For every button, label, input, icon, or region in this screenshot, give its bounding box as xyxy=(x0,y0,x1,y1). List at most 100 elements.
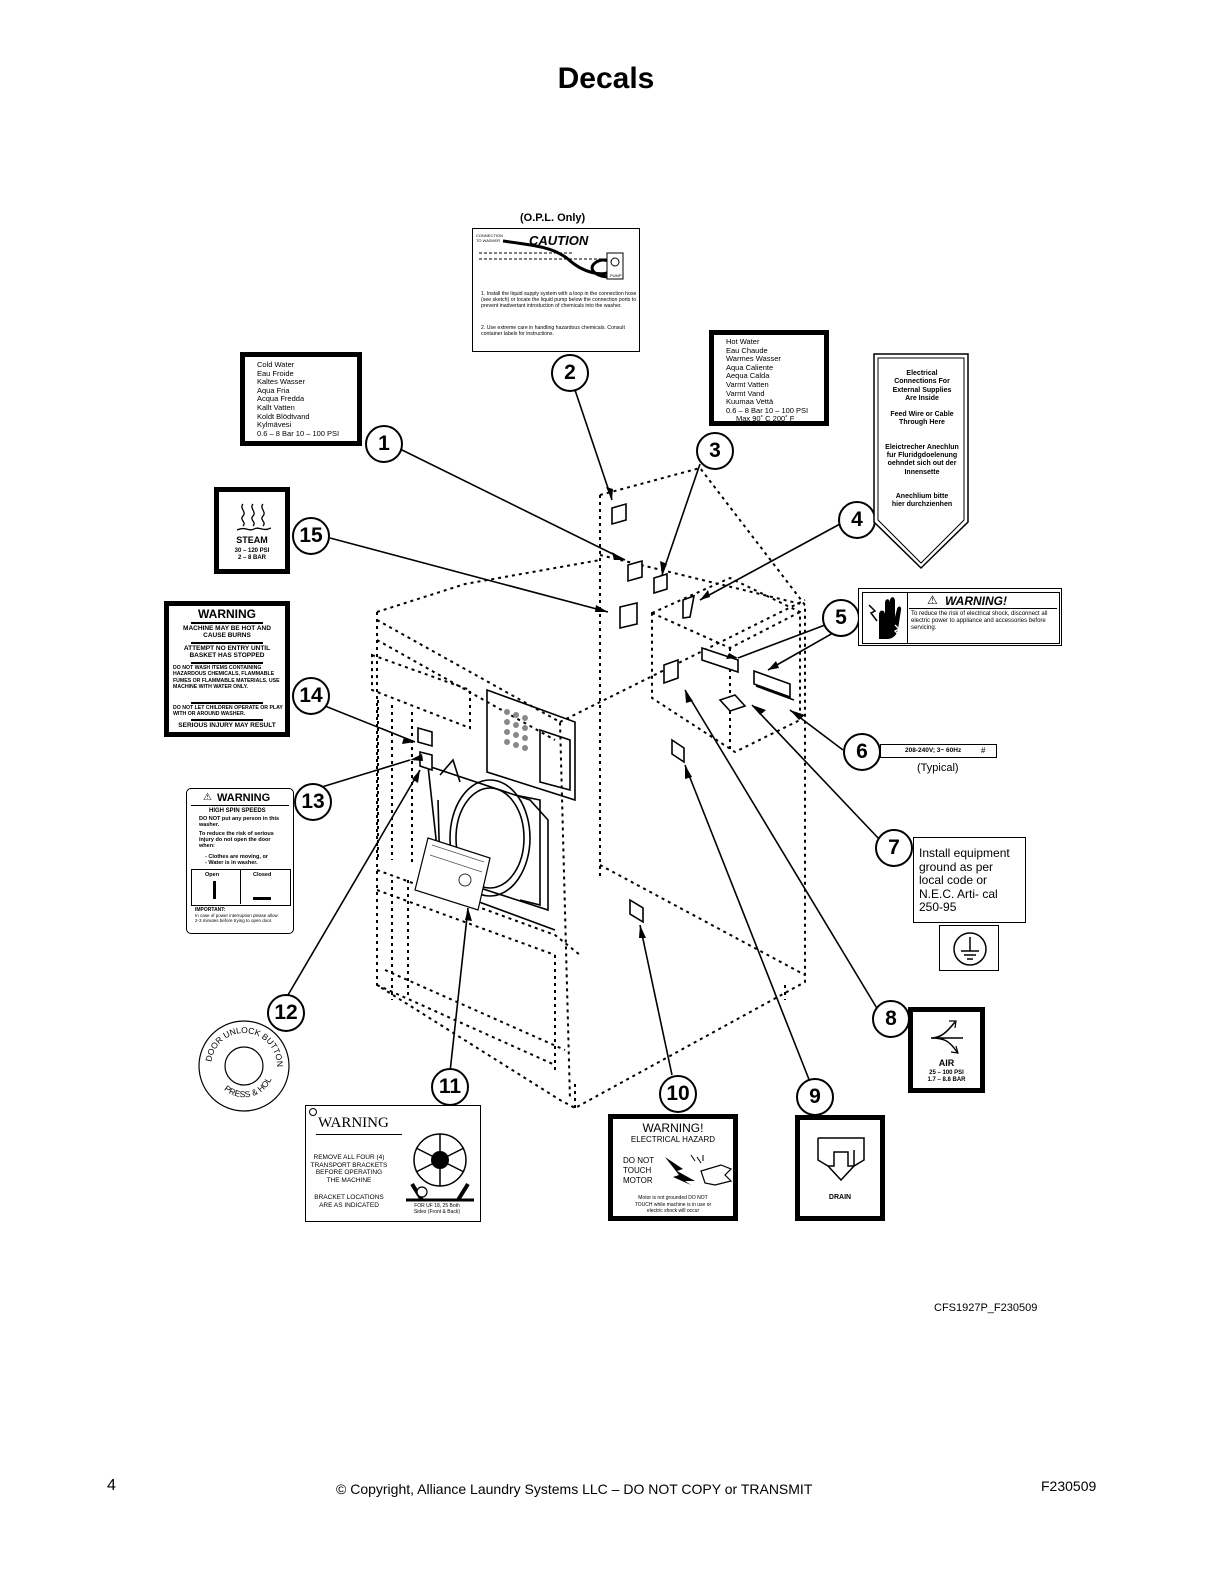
electrical-line: hier durchzienhen xyxy=(891,501,953,509)
electrical-line: Electrical xyxy=(906,370,938,377)
steam-icon xyxy=(237,503,271,531)
warning-triangle-icon: ⚠ xyxy=(927,593,938,607)
callout-15: 15 xyxy=(292,517,330,555)
ground-instruction-text: Install equipment ground as per local co… xyxy=(919,846,1010,914)
door-open-indicator-icon xyxy=(213,881,216,899)
hazard-line-3: MOTOR xyxy=(623,1176,653,1185)
air-range-bar: 1.7 – 8.8 BAR xyxy=(927,1077,966,1083)
brackets-heading: WARNING xyxy=(318,1115,389,1131)
hot-water-line: Aequa Calda xyxy=(726,371,770,381)
decal-steam: STEAM 30 – 120 PSI 2 – 8 BAR xyxy=(214,487,290,574)
hot-warning-l3: DO NOT WASH ITEMS CONTAINING HAZARDOUS C… xyxy=(173,665,280,691)
hot-warning-l1: MACHINE MAY BE HOT AND CAUSE BURNS xyxy=(183,625,271,639)
decal-high-spin-warning: ⚠ WARNING HIGH SPIN SPEEDS DO NOT put an… xyxy=(186,788,294,934)
electrical-line: Innensette xyxy=(904,468,940,476)
callout-11: 11 xyxy=(431,1068,469,1106)
spin-important-text: In case of power interruption please all… xyxy=(195,913,278,924)
decal-hot-machine-warning: WARNING MACHINE MAY BE HOT AND CAUSE BUR… xyxy=(164,601,290,737)
air-range-psi: 25 – 100 PSI xyxy=(929,1070,964,1076)
callout-10: 10 xyxy=(659,1075,697,1113)
hot-warning-heading: WARNING xyxy=(198,607,256,621)
callout-6: 6 xyxy=(843,733,881,771)
electrical-line: Anechlium bitte xyxy=(895,492,949,500)
spin-warning-l4: - Clothes are moving, or xyxy=(205,854,268,860)
caution-heading: CAUTION xyxy=(529,233,589,248)
hot-water-line: Warmes Wasser xyxy=(726,354,781,364)
decal-ground-symbol xyxy=(939,925,999,971)
pump-label: PUMP xyxy=(610,273,622,278)
callout-14: 14 xyxy=(292,677,330,715)
cold-water-line: Kaltes Wasser xyxy=(257,377,306,387)
caution-item-1: 1. Install the liquid supply system with… xyxy=(481,291,637,310)
document-id: F230509 xyxy=(1041,1478,1097,1494)
hot-water-line: Varmt Vatten xyxy=(726,379,769,389)
figure-id: CFS1927P_F230509 xyxy=(934,1302,1038,1314)
electrical-line: External Supplies xyxy=(892,386,952,394)
door-closed-indicator-icon xyxy=(253,897,271,900)
cold-water-line: Aqua Fria xyxy=(257,385,290,395)
decal-electrical-hazard: WARNING! ELECTRICAL HAZARD DO NOT TOUCH … xyxy=(608,1114,738,1221)
cold-water-pressure: 0.6 – 8 Bar 10 – 100 PSI xyxy=(257,428,340,438)
hot-water-line: Kuumaa Vettä xyxy=(726,397,774,407)
lightning-hand-icon xyxy=(665,1154,733,1186)
cold-water-line: Cold Water xyxy=(257,360,295,369)
callout-4: 4 xyxy=(838,501,876,539)
hot-water-max-temp: Max 90˚ C 200˚ F xyxy=(736,414,795,424)
spin-warning-l3: To reduce the risk of serious injury do … xyxy=(199,831,274,849)
caution-item-2: 2. Use extreme care in handling hazardou… xyxy=(481,325,625,338)
air-label: AIR xyxy=(938,1058,955,1068)
drain-label: DRAIN xyxy=(828,1194,852,1201)
hazard-line-1: DO NOT xyxy=(623,1156,655,1165)
voltage-mark: # xyxy=(981,746,986,755)
spin-important-label: IMPORTANT: xyxy=(195,907,226,913)
electrical-line: oehndet sich out der xyxy=(887,460,957,468)
hot-warning-l4: DO NOT LET CHILDREN OPERATE OR PLAY WITH… xyxy=(173,705,283,718)
voltage-text: 208-240V; 3~ 60Hz xyxy=(905,747,962,754)
cold-water-line: Acqua Fredda xyxy=(257,394,305,404)
decal-hot-water: Hot Water Eau Chaude Warmes Wasser Aqua … xyxy=(709,330,829,426)
electrical-line: fur Fluridgdoelenung xyxy=(886,452,958,460)
spin-warning-l2: DO NOT put any person in this washer. xyxy=(199,816,280,828)
electrical-line: Are Inside xyxy=(905,394,939,402)
hot-warning-l5: SERIOUS INJURY MAY RESULT xyxy=(178,722,276,729)
hazard-note: Motor is not grounded DO NOT TOUCH while… xyxy=(634,1195,712,1214)
callout-3: 3 xyxy=(696,432,734,470)
hot-water-line: Eau Chaude xyxy=(726,345,768,355)
callout-9: 9 xyxy=(796,1078,834,1116)
decal-transport-brackets: WARNING REMOVE ALL FOUR (4) TRANSPORT BR… xyxy=(305,1105,481,1222)
decal-electrical-warning: ⚠ WARNING! To reduce the risk of electri… xyxy=(858,588,1062,646)
decal-air: AIR 25 – 100 PSI 1.7 – 8.8 BAR xyxy=(908,1007,985,1093)
hot-water-line: Hot Water xyxy=(726,337,760,346)
air-flow-icon xyxy=(930,1020,963,1054)
door-closed-label: Closed xyxy=(253,872,272,878)
electrical-warning-heading: WARNING! xyxy=(945,594,1007,608)
drain-arrow-icon xyxy=(817,1137,865,1182)
spin-warning-l1: HIGH SPIN SPEEDS xyxy=(209,808,266,814)
callout-2: 2 xyxy=(551,354,589,392)
steam-range-psi: 30 – 120 PSI xyxy=(234,548,270,554)
decal-ground-instruction: Install equipment ground as per local co… xyxy=(913,837,1026,923)
page-title: Decals xyxy=(557,62,655,95)
electrical-warning-text: To reduce the risk of electrical shock, … xyxy=(911,611,1048,631)
decal-drain: DRAIN xyxy=(795,1115,885,1221)
callout-12: 12 xyxy=(267,994,305,1032)
hazard-sub: ELECTRICAL HAZARD xyxy=(630,1135,716,1144)
brackets-text-3: FOR UF 18, 25 Both Sides (Front & Back) xyxy=(413,1203,461,1215)
electrical-line: Connections For xyxy=(894,378,950,386)
page-number: 4 xyxy=(107,1477,116,1494)
bracket-location-icon xyxy=(406,1133,474,1202)
hot-warning-l2: ATTEMPT NO ENTRY UNTIL BASKET HAS STOPPE… xyxy=(183,645,271,659)
opl-only-label: (O.P.L. Only) xyxy=(520,212,586,224)
electrical-connections-text: Electrical Connections For External Supp… xyxy=(877,370,967,510)
hot-water-line: Varmt Vand xyxy=(726,388,765,398)
warning-triangle-icon: ⚠ xyxy=(203,792,212,803)
steam-label: STEAM xyxy=(236,535,268,545)
callout-5: 5 xyxy=(822,599,860,637)
copyright-notice: © Copyright, Alliance Laundry Systems LL… xyxy=(336,1481,813,1497)
hot-water-pressure: 0.6 – 8 Bar 10 – 100 PSI xyxy=(726,405,809,415)
hazard-line-2: TOUCH xyxy=(623,1166,652,1175)
decal-caution: CONNECTION TO WASHER CAUTION PUMP 1. Ins… xyxy=(472,228,640,352)
hand-shock-icon xyxy=(865,595,905,641)
decal-door-unlock-button: DOOR UNLOCK BUTTON PRESS & HOLD xyxy=(196,1018,290,1112)
